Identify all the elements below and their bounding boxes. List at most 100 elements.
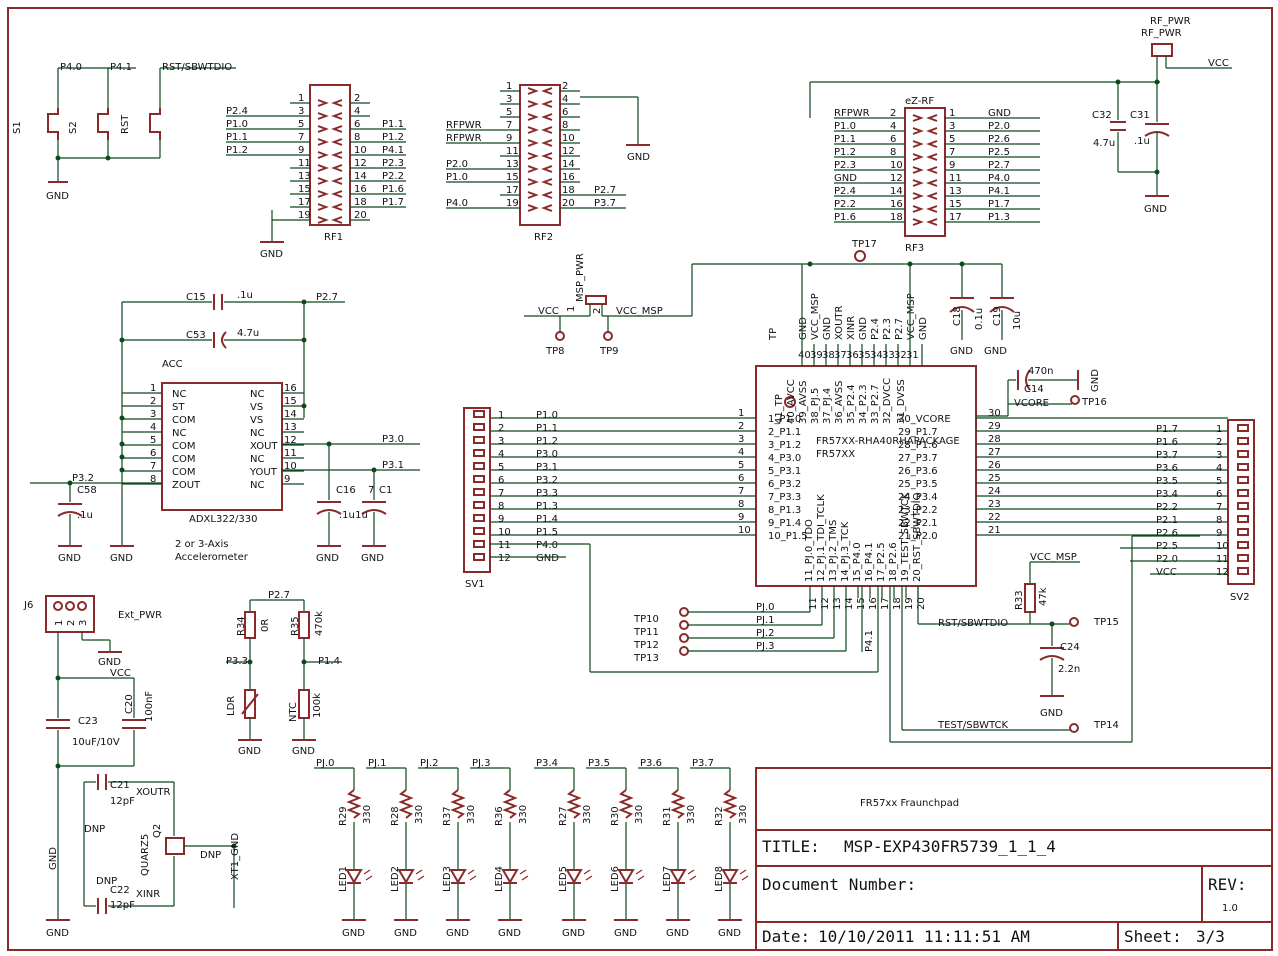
rst-label: RST/SBWTDIO	[938, 618, 1008, 629]
title-block-date: 10/10/2011 11:11:51 AM	[818, 927, 1030, 946]
rf1-right-net: P4.1	[382, 145, 404, 156]
mcu-left-inner: 8_P1.3	[768, 505, 801, 516]
sv2-pin-symbol	[1237, 463, 1249, 471]
rf3-right-net: P1.3	[988, 212, 1010, 223]
mcu-top-label: GND	[918, 317, 929, 340]
mcu-right-inner: 25_P3.5	[898, 479, 938, 490]
tp13-label: TP13	[633, 653, 659, 664]
rf1-odd-pin: 11	[298, 158, 311, 169]
led-ref: LED2	[390, 866, 401, 892]
rf1-pin-symbol	[317, 164, 329, 172]
mcu-top-label: XINR	[846, 316, 857, 340]
acc-right-pin: 13	[284, 422, 297, 433]
sv1-net: P3.0	[536, 449, 558, 460]
rf2-odd-pin: 15	[506, 172, 519, 183]
rf3-left-net: P2.3	[834, 160, 856, 171]
rf1-odd-pin: 5	[298, 119, 304, 130]
sv1-net: P1.5	[536, 527, 558, 538]
c19-ref: C19	[992, 306, 1003, 326]
rf2-pin-symbol	[527, 113, 539, 121]
rf3-pin-symbol	[926, 205, 938, 213]
j6-gnd-2: GND	[46, 928, 69, 939]
sv2-net: P1.6	[1156, 437, 1178, 448]
rf3-even-pin: 10	[890, 160, 903, 171]
rf3-odd-pin: 3	[949, 121, 955, 132]
sv2-pin-symbol	[1237, 554, 1249, 562]
tp12-label: TP12	[633, 640, 659, 651]
tp17-pad[interactable]	[854, 250, 866, 262]
led-resistor-value: 330	[738, 805, 749, 824]
c32-value: 4.7u	[1093, 138, 1115, 149]
mcu-inner-top: 32_DVCC	[882, 378, 893, 424]
acc-left-pin: 4	[150, 422, 156, 433]
sv2-net: P2.1	[1156, 515, 1178, 526]
rf2-left-net: P1.0	[446, 172, 468, 183]
sv2-pin-symbol	[1237, 515, 1249, 523]
acc-right-label: XOUT	[250, 441, 278, 452]
tp12-pad[interactable]	[679, 633, 689, 643]
led-1-icon	[345, 869, 363, 884]
rf1-ref: RF1	[324, 232, 343, 243]
sv2-pin: 1	[1216, 424, 1222, 435]
led-gnd-label: GND	[342, 928, 365, 939]
acc-right-pin: 16	[284, 383, 297, 394]
sv1-pin: 10	[498, 527, 511, 538]
tp13-pad[interactable]	[679, 646, 689, 656]
sv2-pin-symbol	[1237, 450, 1249, 458]
led-gnd-label: GND	[718, 928, 741, 939]
rf-pwr-jumper-label: RF_PWR	[1150, 16, 1191, 27]
tp11-pad[interactable]	[679, 620, 689, 630]
c15-value: .1u	[237, 290, 253, 301]
r33-body	[1024, 583, 1036, 613]
tp9-pad[interactable]	[603, 331, 613, 341]
led-resistor-ref: R31	[662, 806, 673, 826]
mcu-right-pin: 26	[988, 460, 1001, 471]
led-light-icon	[519, 869, 529, 881]
tp16-pad[interactable]	[1070, 395, 1080, 405]
rf1-odd-pin: 19	[298, 210, 311, 221]
led-resistor-value: 330	[414, 805, 425, 824]
c16-value: .1u	[339, 510, 355, 521]
acc-gnd-3: GND	[361, 553, 384, 564]
q2-ref: Q2	[152, 824, 163, 838]
rf3-odd-pin: 9	[949, 160, 955, 171]
rf2-pin-symbol	[527, 87, 539, 95]
mcu-right-inner: 24_P3.4	[898, 492, 938, 503]
rf2-pin-symbol	[541, 178, 553, 186]
rf3-pin-symbol	[926, 166, 938, 174]
sv2-net: P2.2	[1156, 502, 1178, 513]
c31-ref: C31	[1130, 110, 1150, 121]
rf1-even-pin: 12	[354, 158, 367, 169]
tp15-pad[interactable]	[1069, 617, 1079, 627]
rf-pwr-block: RF_PWR RF_PWR VCC C32 4.7u C31 .1u GND	[1092, 16, 1232, 215]
rf3-left-net: RFPWR	[834, 108, 870, 119]
rf3-title: eZ-RF	[905, 96, 934, 107]
vcore-label: VCORE	[1014, 398, 1049, 409]
led-resistor-7	[670, 789, 686, 819]
sv1-ref: SV1	[465, 579, 485, 590]
rf2-even-pin: 14	[562, 159, 575, 170]
acc-left-label: COM	[172, 415, 195, 426]
sv1-net: P4.0	[536, 540, 558, 551]
tp10-pad[interactable]	[679, 607, 689, 617]
led-resistor-8	[722, 789, 738, 819]
tp14-pad[interactable]	[1069, 723, 1079, 733]
mcu-top-pin: 31	[906, 350, 919, 361]
mcu-bottom-pin: 11	[808, 597, 819, 610]
rf1-odd-pin: 17	[298, 197, 311, 208]
sv2-net: P3.6	[1156, 463, 1178, 474]
led-light-icon	[583, 869, 593, 881]
c31-value: .1u	[1134, 136, 1150, 147]
sv2-pin-symbol	[1237, 476, 1249, 484]
led-7-icon	[669, 869, 687, 884]
rf3-pin-symbol	[912, 166, 924, 174]
mcu-inner-top: 31_DVSS	[896, 379, 907, 424]
led-ref: LED1	[338, 866, 349, 892]
rf3-even-pin: 4	[890, 121, 896, 132]
tp8-pad[interactable]	[555, 331, 565, 341]
c23-ref: C23	[78, 716, 98, 727]
rf1-pin-symbol	[317, 125, 329, 133]
mcu-bottom-pin: 12	[820, 597, 831, 610]
mcu-bottom-inner: 12_PJ.1_TDI_TCLK	[816, 494, 827, 582]
sv2-net: P3.4	[1156, 489, 1178, 500]
